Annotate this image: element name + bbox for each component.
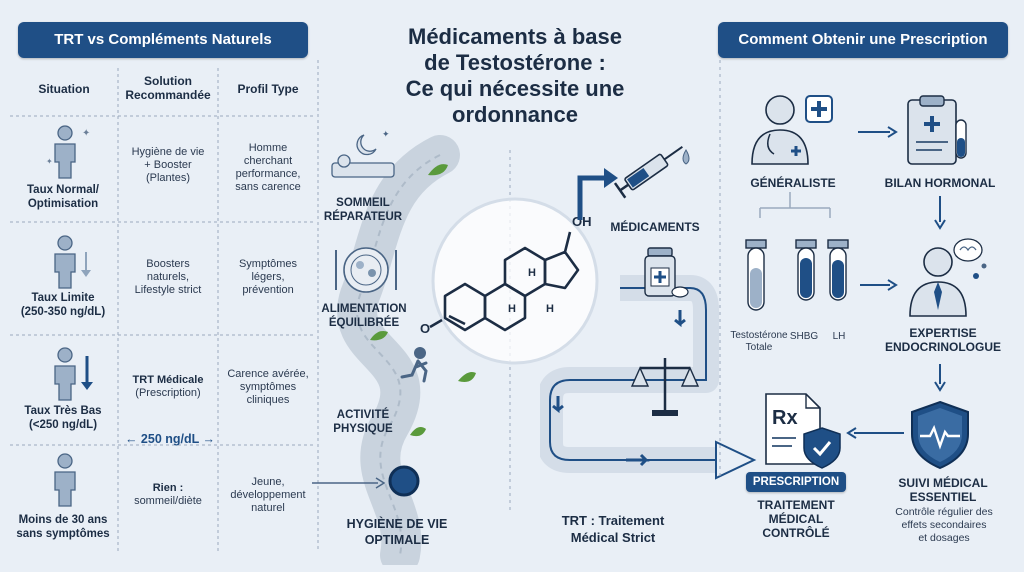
row2-situation: Taux Limite(250-350 ng/dL) (20, 292, 106, 318)
header-situation: Situation (38, 82, 90, 96)
young-person-icon (54, 453, 76, 507)
row1-solution: Hygiène de vie+ Booster(Plantes) (131, 146, 205, 184)
row3-solution: TRT Médicale(Prescription) (132, 374, 204, 399)
testosterone-molecule: OH O H H H (420, 197, 599, 365)
bilan-label: BILAN HORMONAL (884, 176, 996, 190)
syringe-icon (613, 145, 690, 199)
right-banner: Comment Obtenir une Prescription (718, 22, 1008, 58)
balance-scale-icon (630, 358, 700, 416)
row3-situation: Taux Très Bas(<250 ng/dL) (24, 405, 102, 431)
hydrogen-label-3: H (546, 303, 554, 315)
hydrogen-label-2: H (508, 303, 516, 315)
right-divider (719, 60, 721, 480)
person-neutral-icon: ✦ ✦ (46, 125, 90, 179)
person-arrow-down-icon (54, 235, 91, 289)
threshold-label: ← 250 ng/dL → (124, 432, 216, 446)
svg-text:✦: ✦ (82, 128, 90, 139)
row1-situation: Taux Normal/Optimisation (27, 184, 99, 210)
left-table-grid (10, 60, 319, 552)
pill-bottle-icon (644, 247, 689, 298)
shield-heartbeat-icon (911, 400, 969, 470)
rx-symbol: Rx (772, 407, 798, 429)
oh-label: OH (572, 214, 592, 229)
lifestyle-path-illustration: ✦ (331, 129, 476, 565)
ketone-label: O (420, 321, 430, 336)
test-tubes-icon (745, 239, 849, 311)
tube-label-lh: LH (832, 331, 846, 342)
prescription-document-icon: Rx (765, 393, 841, 469)
header-solution: Solution Recommandée (125, 74, 211, 102)
trt-flow-arrows (540, 168, 757, 480)
hydrogen-label-1: H (528, 267, 536, 279)
page-title: Médicaments à base de Testostérone : Ce … (405, 24, 625, 127)
endocrinologist-icon (909, 238, 987, 317)
person-arrow-down-strong-icon (54, 347, 93, 401)
arrow-to-goal (312, 477, 386, 489)
left-banner: TRT vs Compléments Naturels (18, 22, 308, 58)
doctor-icon (751, 95, 833, 165)
svg-text:✦: ✦ (382, 129, 390, 139)
header-profile: Profil Type (237, 82, 299, 96)
row4-solution: Rien :sommeil/diète (134, 482, 202, 507)
generaliste-label: GÉNÉRALISTE (750, 176, 836, 190)
svg-text:✦: ✦ (46, 157, 53, 166)
tube-label-shbg: SHBG (789, 331, 819, 342)
prescription-badge: PRESCRIPTION (746, 472, 846, 492)
right-flow-arrows (759, 126, 946, 439)
tube-label-testosterone: Testostérone Totale (730, 330, 788, 353)
clipboard-icon (907, 95, 967, 165)
medicaments-label: MÉDICAMENTS (610, 220, 700, 234)
